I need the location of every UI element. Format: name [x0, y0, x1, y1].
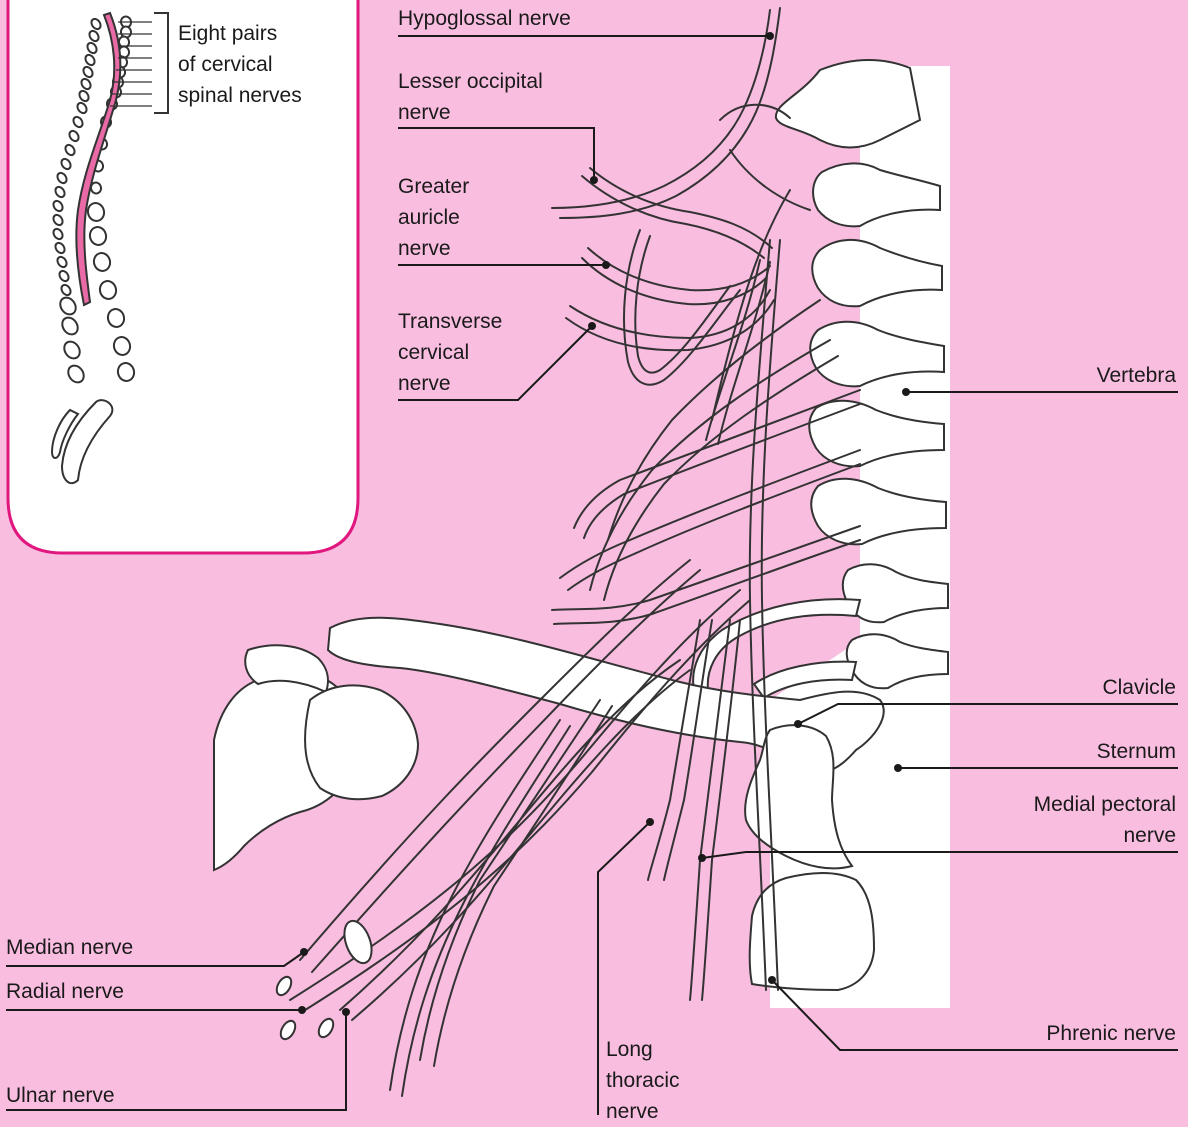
nerve-cut-ends	[274, 917, 377, 1041]
shoulder-bones	[214, 645, 418, 870]
label-phrenic-nerve: Phrenic nerve	[1046, 1018, 1176, 1049]
label-lesser-occipital-nerve: Lesser occipital nerve	[398, 66, 543, 128]
label-clavicle: Clavicle	[1102, 672, 1176, 703]
label-sternum: Sternum	[1097, 736, 1176, 767]
label-medial-pectoral-nerve: Medial pectoral nerve	[1034, 789, 1176, 851]
label-ulnar-nerve: Ulnar nerve	[6, 1080, 115, 1111]
label-greater-auricle-nerve: Greater auricle nerve	[398, 171, 469, 264]
label-long-thoracic-nerve: Long thoracic nerve	[606, 1034, 680, 1127]
label-transverse-cervical-nerve: Transverse cervical nerve	[398, 306, 502, 399]
label-vertebra: Vertebra	[1097, 360, 1176, 391]
label-median-nerve: Median nerve	[6, 932, 133, 963]
label-hypoglossal-nerve: Hypoglossal nerve	[398, 3, 571, 34]
inset-caption: Eight pairs of cervical spinal nerves	[178, 18, 302, 111]
label-radial-nerve: Radial nerve	[6, 976, 124, 1007]
